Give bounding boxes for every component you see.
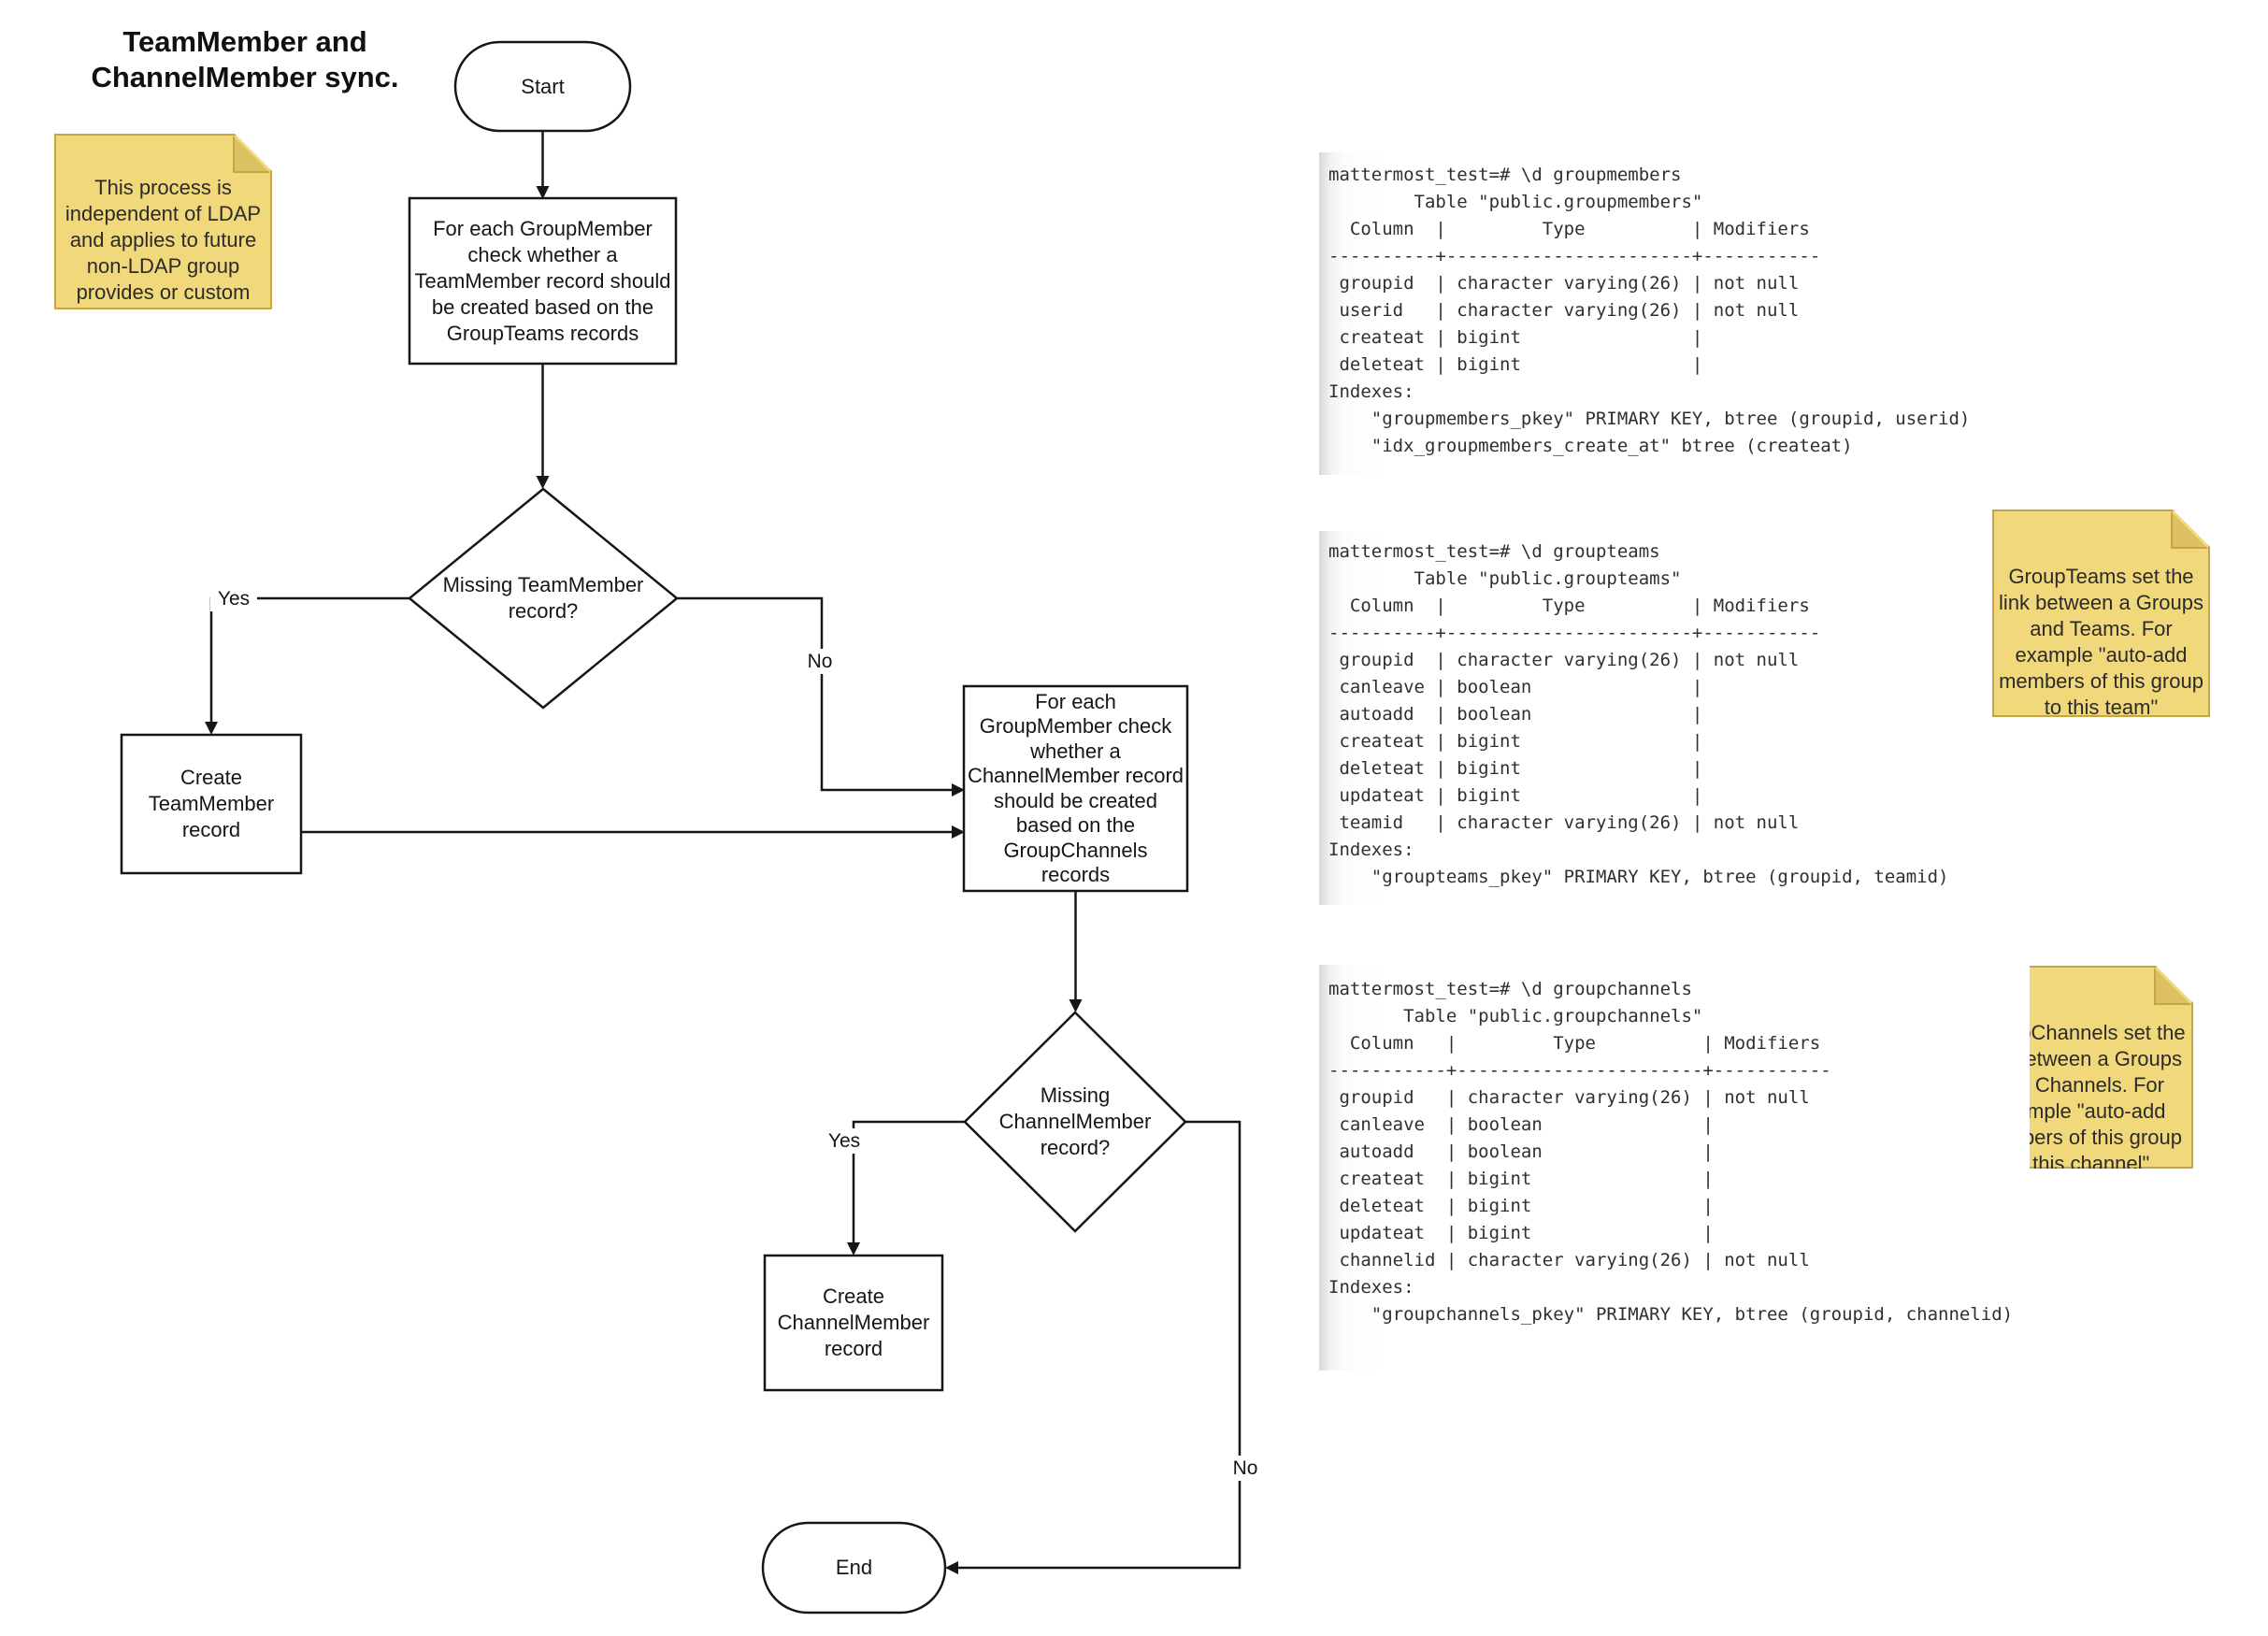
connector-decision1-yes — [209, 596, 409, 722]
process2-label: For each GroupMember check whether a Cha… — [967, 689, 1184, 887]
arrowhead-down-icon — [1069, 999, 1083, 1012]
sticky-note-ldap-text: This process is independent of LDAP and … — [65, 176, 262, 330]
connector-decision2-yes — [852, 1120, 965, 1242]
create-teammember-shape — [120, 733, 303, 875]
branch-label-yes-2: Yes — [821, 1128, 868, 1154]
start-node-shape — [453, 40, 632, 133]
arrowhead-down-icon — [847, 1242, 860, 1256]
terminal-groupteams: mattermost_test=# \d groupteams Table "p… — [1319, 531, 1983, 905]
connector-decision1-no — [677, 596, 952, 792]
terminal-groupmembers: mattermost_test=# \d groupmembers Table … — [1319, 152, 1992, 475]
sticky-note-groupteams-text: GroupTeams set the link between a Groups… — [1999, 565, 2203, 719]
process1-shape — [408, 196, 678, 366]
arrowhead-right-icon — [952, 783, 965, 796]
arrowhead-right-icon — [952, 825, 965, 839]
create-teammember-label: Create TeamMember record — [148, 766, 275, 841]
start-node-label: Start — [521, 74, 565, 98]
arrowhead-left-icon — [945, 1561, 958, 1574]
process1-label: For each GroupMember check whether a Tea… — [414, 216, 671, 345]
process2-shape — [962, 684, 1189, 893]
branch-label-no-1: No — [797, 649, 843, 674]
branch-label-yes-1: Yes — [210, 586, 257, 611]
decision2-label: Missing ChannelMember record? — [998, 1083, 1152, 1159]
branch-label-no-2: No — [1222, 1456, 1269, 1481]
arrowhead-down-icon — [536, 476, 550, 489]
connector-decision2-no — [958, 1120, 1242, 1570]
end-node-label: End — [835, 1556, 873, 1579]
end-node-shape — [761, 1521, 947, 1614]
arrowhead-down-icon — [536, 186, 550, 199]
sticky-note-ldap: This process is independent of LDAP and … — [54, 134, 272, 309]
arrowhead-down-icon — [205, 722, 218, 735]
decision1-shape — [408, 487, 679, 710]
terminal-groupchannels: mattermost_test=# \d groupchannels Table… — [1319, 965, 2030, 1371]
decision1-label: Missing TeamMember record? — [442, 573, 644, 623]
create-channelmember-label: Create ChannelMember record — [777, 1284, 930, 1360]
create-channelmember-shape — [763, 1254, 944, 1392]
sticky-note-groupteams: GroupTeams set the link between a Groups… — [1992, 509, 2210, 717]
decision2-shape — [963, 1011, 1187, 1233]
page-title: TeamMember and ChannelMember sync. — [91, 25, 399, 93]
